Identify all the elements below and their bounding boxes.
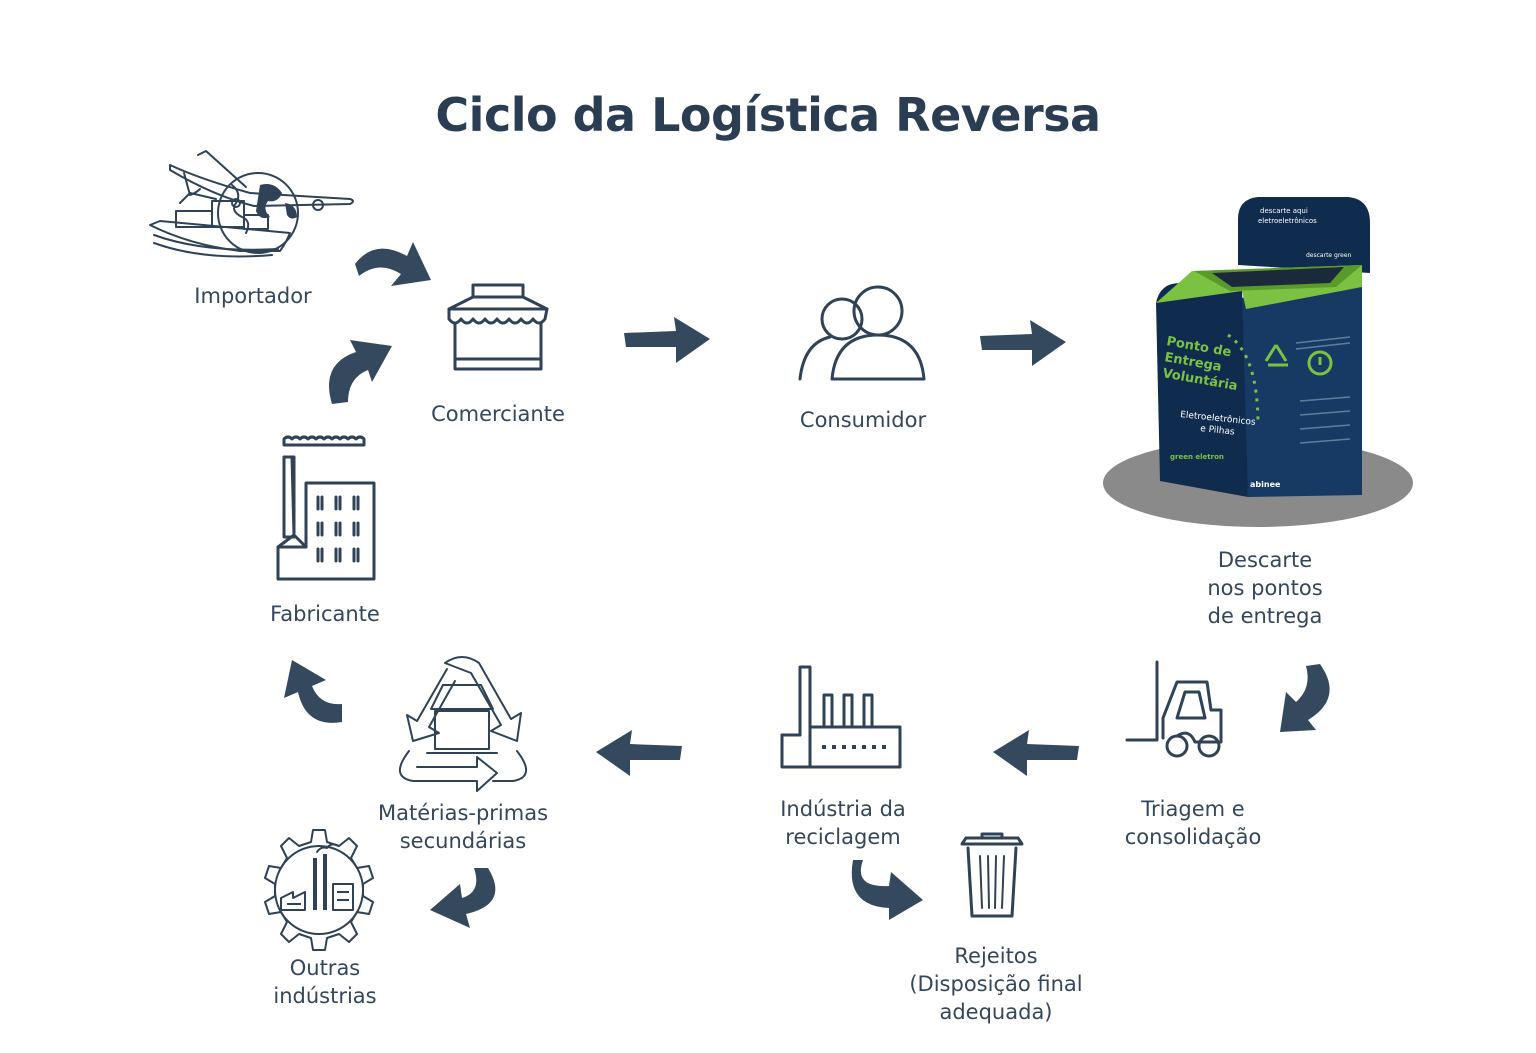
consumer-label: Consumidor (799, 408, 927, 432)
box-alert-icon (1307, 350, 1333, 376)
arrow-materials-to-other-industries (430, 868, 496, 930)
drop-off-label: Descarte nos pontos de entrega (1207, 548, 1323, 628)
importer-icon (140, 145, 360, 270)
box-brand-small: descarte green (1306, 252, 1352, 259)
factory-icon (272, 435, 378, 583)
recycling-plant-icon (778, 665, 902, 769)
page-title: Ciclo da Logística Reversa (435, 88, 1101, 142)
box-category-line2: e Pilhas (1200, 424, 1236, 438)
manufacturer-label: Fabricante (270, 602, 380, 626)
recycling-industry-label: Indústria da reciclagem (780, 797, 906, 849)
waste-label: Rejeitos (Disposição final adequada) (909, 944, 1083, 1024)
retailer-label: Comerciante (431, 402, 565, 426)
arrow-retailer-to-consumer (624, 315, 710, 363)
box-logo: green eletron (1170, 453, 1224, 461)
box-top-line1: descarte aqui (1260, 207, 1308, 215)
collection-point-box: descarte aqui eletroeletrônicos descarte… (1100, 195, 1418, 535)
arrow-sorting-to-recycling (993, 728, 1079, 776)
arrow-materials-to-manufacturer (278, 658, 344, 724)
other-industries-label: Outras indústrias (273, 956, 377, 1008)
arrow-importer-to-retailer (355, 238, 433, 286)
forklift-icon (1125, 660, 1225, 762)
arrow-manufacturer-to-retailer (328, 336, 394, 406)
secondary-materials-label: Matérias-primas secundárias (377, 801, 549, 853)
recycle-laptop-icon (385, 655, 539, 792)
store-icon (445, 283, 551, 373)
trash-bin-icon (960, 832, 1024, 920)
consumers-icon (798, 285, 930, 381)
arrow-recycling-to-waste (851, 860, 925, 922)
arrow-dropoff-to-sorting (1280, 664, 1334, 734)
arrow-consumer-to-dropoff (980, 318, 1066, 366)
box-partner-logo: abinee (1250, 480, 1281, 489)
box-recycle-icon (1264, 344, 1288, 367)
sorting-label: Triagem e consolidação (1124, 797, 1262, 849)
importer-label: Importador (194, 284, 312, 308)
arrow-recycling-to-materials (596, 728, 682, 776)
box-top-line2: eletroeletrônicos (1258, 217, 1317, 225)
industry-gear-icon (257, 828, 381, 952)
